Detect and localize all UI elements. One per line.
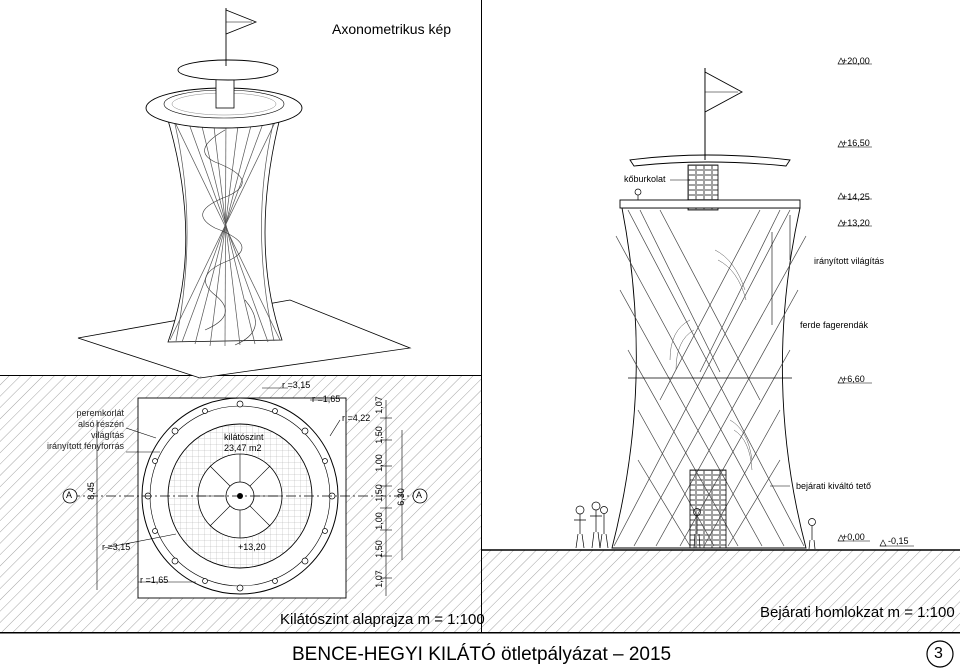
plan-radius-bottom: r =1,65 (140, 575, 169, 585)
level-label: +20,00 (842, 56, 870, 66)
plan-dim: 1,00 (373, 512, 384, 530)
plan-note-line: világítás (90, 430, 124, 440)
canopy-label: bejárati kiváltó tető (796, 481, 872, 491)
plan-note-line: irányított fényforrás (46, 441, 124, 451)
stone-cladding-label: kőburkolat (624, 174, 666, 184)
level-label: -0,15 (888, 536, 909, 546)
elevation-title: Bejárati homlokzat m = 1:100 (760, 604, 955, 621)
plan-dim: 1,50 (373, 484, 384, 502)
plan-drawing (0, 376, 481, 632)
level-label: +13,20 (842, 218, 870, 228)
plan-section-mark-right: A (416, 490, 423, 500)
axonometric-drawing (77, 8, 412, 379)
plan-dim: 1,50 (373, 540, 384, 558)
plan-radius-left: r =3,15 (102, 542, 131, 552)
elevation-drawing (482, 57, 960, 632)
beams-label: ferde fagerendák (800, 320, 869, 330)
lighting-label: irányított világítás (814, 256, 885, 266)
plan-dim: 1,00 (373, 454, 384, 472)
level-label: +6,60 (842, 374, 865, 384)
plan-room-label: kilátószint (224, 432, 264, 442)
title-bar (0, 632, 960, 668)
level-label: +14,25 (842, 192, 870, 202)
plan-radius-2: r =1,65 (312, 394, 341, 404)
plan-note: peremkorlát alsó részén világítás irányí… (40, 408, 124, 452)
sheet-title: BENCE-HEGYI KILÁTÓ ötletpályázat – 2015 (292, 644, 672, 665)
plan-note-line: alsó részén (77, 419, 124, 429)
plan-radius-1: r =3,15 (282, 380, 311, 390)
plan-room-area: 23,47 m2 (224, 443, 262, 453)
plan-dim-total: 6,30 (395, 488, 406, 506)
level-label: +0,00 (842, 532, 865, 542)
plan-note-line: peremkorlát (76, 408, 124, 418)
plan-radius-3: r =4,22 (342, 413, 371, 423)
plan-level: +13,20 (238, 542, 266, 552)
level-label: +16,50 (842, 138, 870, 148)
plan-section-mark-left: A (66, 490, 73, 500)
plan-dim: 1,07 (373, 396, 384, 414)
plan-dim: 1,50 (373, 426, 384, 444)
plan-dim: 1,07 (373, 570, 384, 588)
plan-dim-left: 8,45 (85, 482, 96, 500)
axonometric-title: Axonometrikus kép (332, 21, 452, 37)
plan-title: Kilátószint alaprajza m = 1:100 (280, 611, 485, 628)
page-number: 3 (934, 645, 943, 662)
